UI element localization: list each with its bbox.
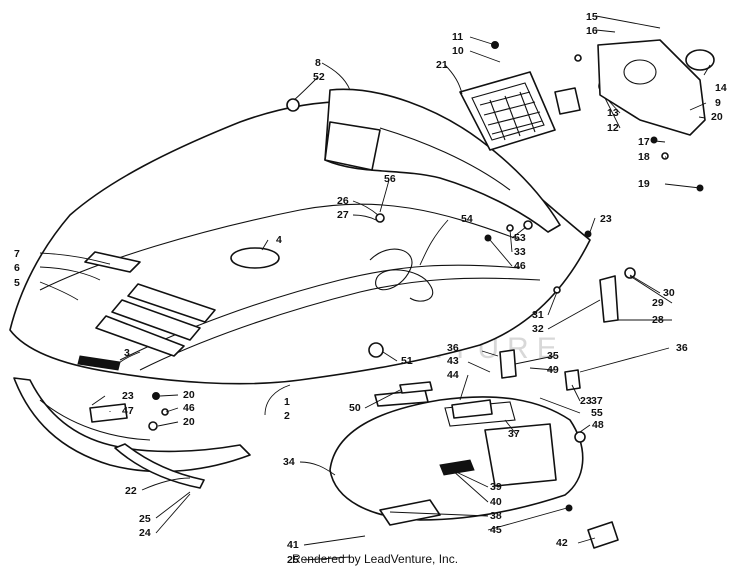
belt-guard-part [329,389,619,549]
label-27: 27 [337,209,349,221]
label-36-a: 36 [676,342,688,354]
label-28: 28 [652,314,664,326]
label-10: 10 [452,45,464,57]
label-44: 44 [447,369,459,381]
label-55: 55 [591,407,603,419]
label-22: 22 [125,485,137,497]
credit-footer: Rendered by LeadVenture, Inc. [291,552,459,566]
label-15: 15 [586,11,598,23]
label-46-a: 46 [514,260,526,272]
label-51: 51 [401,355,413,367]
label-20-a: 20 [711,111,723,123]
label-20-b: 20 [183,389,195,401]
label-32: 32 [532,323,544,335]
label-35: 35 [547,350,559,362]
label-41: 41 [287,539,299,551]
label-25-a: 25 [139,513,151,525]
label-37-b: 37 [508,428,520,440]
label-36-b: 36 [447,342,459,354]
label-40: 40 [490,496,502,508]
label-39: 39 [490,481,502,493]
label-25-b: 25 [287,554,299,566]
label-30: 30 [663,287,675,299]
label-34: 34 [283,456,295,468]
windshield-part [324,88,561,233]
label-6: 6 [14,262,20,274]
label-18: 18 [638,151,650,163]
label-23-a: 23 [600,213,612,225]
label-54: 54 [461,213,473,225]
label-43: 43 [447,355,459,367]
label-47: 47 [122,405,134,417]
label-46-b: 46 [183,402,195,414]
label-12: 12 [607,122,619,134]
label-24: 24 [139,527,151,539]
label-23-b: 23 [122,390,134,402]
label-11: 11 [452,31,463,43]
label-56: 56 [384,173,396,185]
label-52: 52 [313,71,325,83]
label-38: 38 [490,510,502,522]
label-23-c: 23 [580,395,592,407]
label-31: 31 [532,309,544,321]
label-3: 3 [124,347,130,359]
label-19: 19 [638,178,650,190]
part-labels: 1 2 3 4 5 6 7 8 9 10 11 12 13 14 15 16 1… [14,11,727,566]
label-50: 50 [349,402,361,414]
label-17: 17 [638,136,650,148]
label-49: 49 [547,364,559,376]
label-7: 7 [14,248,20,260]
label-13: 13 [607,107,619,119]
hardware-parts [89,41,704,512]
bumper-part [13,377,251,489]
label-21: 21 [436,59,448,71]
label-5: 5 [14,277,20,289]
label-26: 26 [337,195,349,207]
label-20-c: 20 [183,416,195,428]
label-1: 1 [284,396,290,408]
label-4: 4 [276,234,282,246]
label-14: 14 [715,82,727,94]
label-8: 8 [315,57,321,69]
label-53: 53 [514,232,526,244]
label-2: 2 [284,410,290,422]
headlight-assembly [459,39,715,151]
label-42: 42 [556,537,568,549]
label-45: 45 [490,524,502,536]
label-29: 29 [652,297,664,309]
label-48: 48 [592,419,604,431]
label-9: 9 [715,97,721,109]
leader-lines [39,15,711,561]
label-33: 33 [514,246,526,258]
label-37-a: 37 [591,395,603,407]
label-16: 16 [586,25,598,37]
